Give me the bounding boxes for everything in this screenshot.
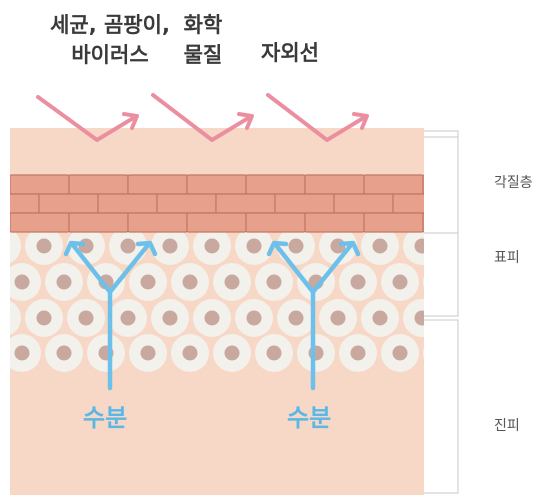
cell-nucleus — [266, 345, 282, 361]
corneum-brick — [10, 212, 70, 233]
cell-nucleus — [14, 274, 30, 290]
cell-nucleus — [414, 238, 424, 254]
cell-nucleus — [36, 238, 52, 254]
cell-nucleus — [204, 238, 220, 254]
threat-arrow-2 — [151, 93, 254, 142]
threat-label-uv: 자외선 — [250, 38, 330, 68]
threat-label-chemicals-line1: 화학 — [183, 13, 223, 37]
corneum-brick — [304, 174, 365, 195]
corneum-brick — [10, 213, 11, 232]
corneum-brick — [274, 193, 335, 214]
corneum-brick — [10, 174, 70, 195]
threat-label-bacteria-line1: 세균, 곰팡이, — [50, 13, 170, 37]
threat-label-chemicals: 화학 물질 — [168, 10, 238, 70]
cell-nucleus — [78, 310, 94, 326]
layer-brackets — [424, 130, 459, 494]
cell-nucleus — [350, 274, 366, 290]
cell-nucleus — [182, 345, 198, 361]
corneum-brick — [422, 174, 424, 195]
layer-label-dermis: 진피 — [494, 418, 520, 434]
epidermis-cell — [423, 346, 424, 360]
cell-nucleus — [120, 238, 136, 254]
cell-nucleus — [182, 274, 198, 290]
corneum-brick — [392, 193, 424, 214]
cell-nucleus — [435, 346, 450, 361]
corneum-brick — [245, 174, 306, 195]
cell-nucleus — [14, 345, 30, 361]
corneum-brick — [156, 193, 217, 214]
cell-nucleus — [204, 310, 220, 326]
threat-label-bacteria: 세균, 곰팡이, 바이러스 — [20, 10, 200, 70]
layer-label-epidermis: 표피 — [494, 250, 520, 266]
moisture-arrow-2 — [266, 240, 361, 391]
cell-nucleus — [392, 274, 408, 290]
cell-nucleus — [0, 239, 10, 254]
cell-nucleus — [246, 310, 262, 326]
cell-nucleus — [140, 274, 156, 290]
cell-nucleus — [266, 274, 282, 290]
epidermis-cell — [10, 300, 21, 336]
corneum-brick — [363, 212, 424, 233]
cell-nucleus — [392, 345, 408, 361]
cell-nucleus — [162, 238, 178, 254]
cell-nucleus — [435, 275, 450, 290]
corneum-brick — [333, 193, 394, 214]
epidermis-cell — [10, 228, 21, 264]
epidermis-cell — [423, 275, 424, 289]
corneum-brick — [10, 193, 40, 214]
stratum-corneum-bricks — [10, 174, 424, 233]
corneum-brick — [38, 193, 99, 214]
cell-nucleus — [414, 310, 424, 326]
cell-nucleus — [350, 345, 366, 361]
cell-nucleus — [288, 310, 304, 326]
corneum-brick — [127, 174, 188, 195]
corneum-brick — [68, 212, 129, 233]
layer-label-stratum-corneum: 각질층 — [494, 175, 533, 191]
corneum-brick — [422, 212, 424, 233]
epidermis-cell — [403, 227, 424, 265]
cell-nucleus — [330, 310, 346, 326]
corneum-brick — [304, 212, 365, 233]
corneum-brick — [245, 212, 306, 233]
cell-nucleus — [162, 310, 178, 326]
cell-nucleus — [36, 310, 52, 326]
cell-nucleus — [372, 238, 388, 254]
corneum-brick — [186, 212, 247, 233]
corneum-brick — [363, 174, 424, 195]
cell-nucleus — [120, 310, 136, 326]
corneum-brick — [68, 174, 129, 195]
cell-nucleus — [140, 345, 156, 361]
corneum-brick — [127, 212, 188, 233]
cell-nucleus — [224, 345, 240, 361]
cell-nucleus — [56, 345, 72, 361]
epidermis-cells — [0, 227, 450, 372]
cell-nucleus — [56, 274, 72, 290]
corneum-brick — [186, 174, 247, 195]
corneum-brick — [10, 175, 11, 194]
threat-arrow-1 — [36, 95, 139, 142]
cell-nucleus — [372, 310, 388, 326]
cell-nucleus — [224, 274, 240, 290]
cell-nucleus — [288, 238, 304, 254]
corneum-brick — [97, 193, 158, 214]
cell-nucleus — [0, 311, 10, 326]
moisture-arrow-1 — [63, 240, 158, 391]
threat-arrow-3 — [266, 93, 369, 142]
threat-label-uv-line1: 자외선 — [261, 41, 319, 65]
moisture-label-1: 수분 — [83, 404, 128, 432]
corneum-brick — [215, 193, 276, 214]
cell-nucleus — [246, 238, 262, 254]
threat-label-chemicals-line2: 물질 — [183, 43, 223, 67]
epidermis-cell — [403, 299, 424, 337]
threat-label-bacteria-line2: 바이러스 — [71, 43, 149, 67]
moisture-label-2: 수분 — [287, 404, 332, 432]
